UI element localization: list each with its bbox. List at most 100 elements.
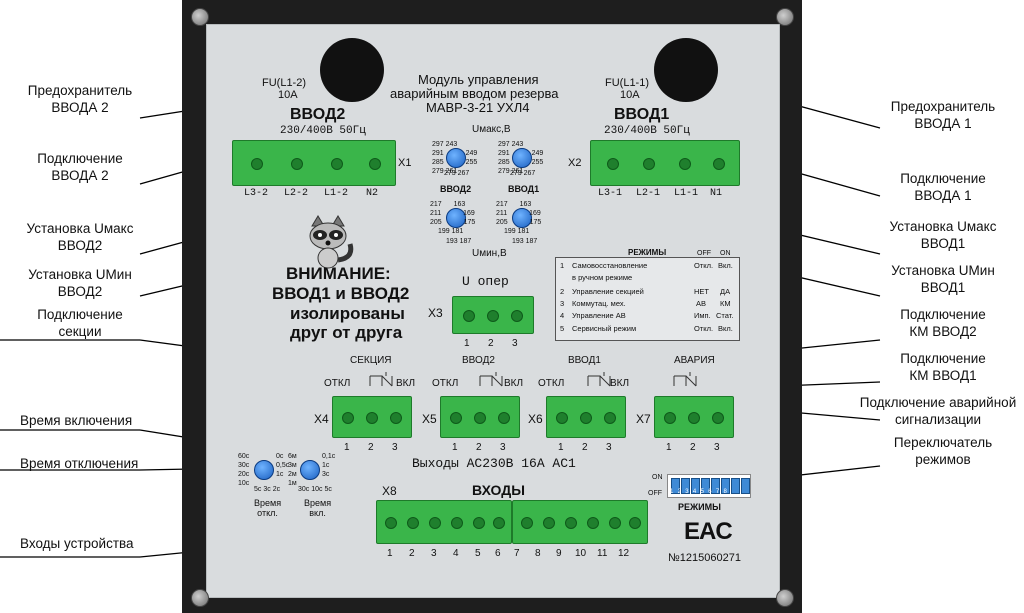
x8-pin: 2	[409, 548, 415, 559]
dip-switch-4[interactable]	[701, 478, 710, 494]
warning-line-4: друг от друга	[290, 323, 403, 342]
umax-scale-vvod1: 297 243 291 249 285 255 279 261	[498, 141, 544, 175]
mode-dip-switch[interactable]	[667, 474, 751, 498]
eac-mark: EAC	[684, 518, 733, 545]
dip-switch-7[interactable]	[731, 478, 740, 494]
dip-switch-8[interactable]	[741, 478, 750, 494]
terminal-x7[interactable]	[654, 396, 734, 438]
on-time-scale-right: 0,1с 1с 3с	[322, 453, 336, 478]
x8-pin: 8	[535, 548, 541, 559]
callout-umax-input2: Установка Uмакс ВВОД2	[26, 221, 134, 253]
x7-pin: 2	[690, 442, 696, 453]
terminal-x8-left[interactable]	[376, 500, 512, 544]
x8-pin: 1	[387, 548, 393, 559]
x4-pin: 1	[344, 442, 350, 453]
terminal-x2[interactable]	[590, 140, 740, 186]
x8-pin: 11	[597, 548, 608, 559]
module-title-2: аварийным вводом резерва	[390, 86, 559, 101]
relay-vvod1-label: ВВОД1	[568, 355, 601, 366]
x8-pin: 4	[453, 548, 459, 559]
fu2-label: FU(L1-2)	[262, 77, 307, 89]
terminal-x8-right[interactable]	[512, 500, 648, 544]
callout-km-input1: Подключение КМ ВВОД1	[900, 351, 986, 383]
umax-label: Uмакс,В	[472, 124, 511, 135]
terminal-x6[interactable]	[546, 396, 626, 438]
modes-header: РЕЖИМЫ	[628, 248, 667, 257]
callout-umin-input1: Установка UМин ВВОД1	[891, 263, 995, 295]
callout-alarm: Подключение аварийной сигнализации	[859, 395, 1017, 427]
dip-switch-5[interactable]	[711, 478, 720, 494]
dip-modes-label: РЕЖИМЫ	[678, 502, 721, 512]
serial-number: №1215060271	[668, 552, 741, 564]
fu2-rating: 10А	[278, 89, 298, 101]
callout-off-time: Время отключения	[20, 456, 139, 471]
x2-pin: L3-1	[598, 188, 623, 199]
terminal-x3[interactable]	[452, 296, 534, 334]
terminal-x1[interactable]	[232, 140, 396, 186]
warning-line-2: ВВОД1 и ВВОД2	[272, 284, 410, 303]
umax-scale-vvod1-bottom: 273 267	[510, 170, 536, 177]
x7-label: X7	[636, 412, 651, 426]
x6-pin: 1	[558, 442, 564, 453]
callout-connect-input1: Подключение ВВОДА 1	[900, 171, 986, 203]
x6-vkl: ВКЛ	[610, 378, 630, 389]
x7-pin: 1	[666, 442, 672, 453]
callout-km-input2: Подключение КМ ВВОД2	[900, 307, 986, 339]
on-time-dial[interactable]	[300, 460, 320, 480]
x7-pin: 3	[714, 442, 720, 453]
x1-pin: L2-2	[284, 188, 309, 199]
umax-dial-vvod2[interactable]	[446, 148, 466, 168]
raccoon-logo	[309, 215, 354, 269]
umax-dial-vvod1[interactable]	[512, 148, 532, 168]
x6-otkl: ОТКЛ	[538, 378, 565, 389]
x4-otkl: ОТКЛ	[324, 378, 351, 389]
umin-dial-vvod2[interactable]	[446, 208, 466, 228]
terminal-x4[interactable]	[332, 396, 412, 438]
x5-pin: 1	[452, 442, 458, 453]
vvod1-spec: 230/400В 50Гц	[604, 125, 690, 137]
x8-pin: 7	[514, 548, 520, 559]
x3-pin: 2	[488, 338, 494, 349]
off-time-scale: 60с 30с 20с 10с	[238, 453, 250, 487]
sekciya-label: СЕКЦИЯ	[350, 355, 392, 366]
umin-scale-vvod2-bottom: 193 187	[446, 238, 472, 245]
on-time-label: Время вкл.	[304, 498, 332, 518]
x3-pin: 1	[464, 338, 470, 349]
x2-label: X2	[568, 157, 582, 169]
fuse-holder-input2[interactable]	[320, 38, 384, 102]
warning-line-1: ВНИМАНИЕ:	[286, 264, 391, 283]
x5-label: X5	[422, 412, 437, 426]
callout-connect-section: Подключение секции	[37, 307, 123, 339]
screw-top-right	[776, 8, 794, 26]
x1-pin: L3-2	[244, 188, 269, 199]
x4-label: X4	[314, 412, 329, 426]
dip-switch-3[interactable]	[691, 478, 700, 494]
umax-scale-vvod2-bottom: 273 267	[444, 170, 470, 177]
dip-on-label: ON	[652, 474, 663, 481]
x4-pin: 2	[368, 442, 374, 453]
callout-umax-input1: Установка Uмакс ВВОД1	[889, 219, 997, 251]
fu1-rating: 10А	[620, 89, 640, 101]
callout-fuse-input2: Предохранитель ВВОДА 2	[27, 83, 133, 115]
module-title-1: Модуль управления	[418, 72, 539, 87]
dip-switch-1[interactable]	[671, 478, 680, 494]
dip-numbers: 12345678	[670, 489, 732, 495]
modes-off-header: OFF	[697, 250, 711, 257]
off-time-dial[interactable]	[254, 460, 274, 480]
dip-off-label: OFF	[648, 490, 662, 497]
x5-pin: 3	[500, 442, 506, 453]
off-time-scale-bottom: 5с 3с 2с	[254, 486, 281, 493]
terminal-x5[interactable]	[440, 396, 520, 438]
x8-pin: 12	[618, 548, 630, 559]
dial-vvod2-label: ВВОД2	[440, 184, 472, 194]
modes-on-header: ON	[720, 250, 731, 257]
umin-scale-vvod1: 217 163 211 169 205 175 199 181	[496, 201, 542, 235]
dip-switch-6[interactable]	[721, 478, 730, 494]
umax-scale-vvod2: 297 243 291 249 285 255 279 261	[432, 141, 478, 175]
fuse-holder-input1[interactable]	[654, 38, 718, 102]
dip-switch-2[interactable]	[681, 478, 690, 494]
x2-pin: N1	[710, 188, 723, 199]
x8-pin: 5	[475, 548, 481, 559]
umin-dial-vvod1[interactable]	[512, 208, 532, 228]
